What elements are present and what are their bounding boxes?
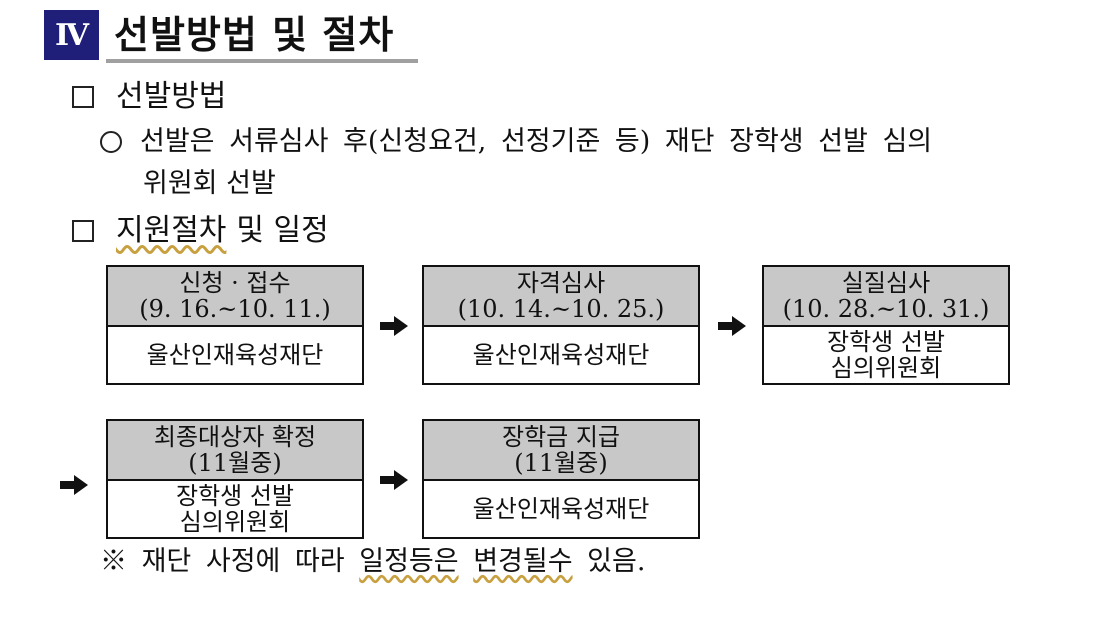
flow-step-body: 장학생 선발 심의위원회: [108, 481, 362, 537]
flow-step-owner-line2: 심의위원회: [179, 508, 291, 536]
right-arrow-icon: [718, 316, 746, 336]
flow-step-title: 최종대상자 확정: [153, 423, 317, 451]
reference-mark: ※: [100, 546, 127, 577]
flow-step-title: 실질심사: [841, 269, 931, 297]
flow-step-period: (11월중): [188, 449, 282, 477]
bullet-text-line2: 위원회 선발: [143, 168, 276, 199]
flow-step-body: 울산인재육성재단: [424, 327, 698, 383]
section-heading-procedure: 지원절차 및 일정: [72, 212, 329, 250]
flow-step-period: (9. 16.~10. 11.): [139, 295, 331, 323]
flow-step-review: 실질심사 (10. 28.~10. 31.) 장학생 선발 심의위원회: [762, 265, 1010, 385]
flow-step-application: 신청 · 접수 (9. 16.~10. 11.) 울산인재육성재단: [106, 265, 364, 385]
right-arrow-icon: [380, 470, 408, 490]
footnote-text-a: 재단 사정에 따라: [141, 546, 345, 577]
footnote: ※ 재단 사정에 따라 일정등은 변경될수 있음.: [100, 544, 645, 580]
flow-step-owner: 장학생 선발: [826, 328, 946, 356]
section-heading-selection: 선발방법: [72, 78, 226, 116]
footnote-text-c: 변경될수: [473, 546, 573, 577]
flow-step-period: (10. 28.~10. 31.): [782, 295, 990, 323]
flow-step-header: 자격심사 (10. 14.~10. 25.): [424, 267, 698, 327]
flow-step-owner: 울산인재육성재단: [472, 495, 650, 523]
flow-step-period: (11월중): [514, 449, 608, 477]
flow-step-payment: 장학금 지급 (11월중) 울산인재육성재단: [422, 419, 700, 539]
flow-step-header: 실질심사 (10. 28.~10. 31.): [764, 267, 1008, 327]
bullet-paragraph: 선발은 서류심사 후(신청요건, 선정기준 등) 재단 장학생 선발 심의: [100, 124, 932, 160]
flow-step-header: 장학금 지급 (11월중): [424, 421, 698, 481]
footnote-text-b: 일정등은: [359, 546, 459, 577]
flow-step-owner: 장학생 선발: [175, 482, 295, 510]
flow-step-body: 울산인재육성재단: [108, 327, 362, 383]
flow-step-eligibility: 자격심사 (10. 14.~10. 25.) 울산인재육성재단: [422, 265, 700, 385]
flow-step-header: 신청 · 접수 (9. 16.~10. 11.): [108, 267, 362, 327]
flow-step-owner: 울산인재육성재단: [146, 341, 324, 369]
circle-icon: [100, 131, 122, 153]
flow-step-body: 울산인재육성재단: [424, 481, 698, 537]
right-arrow-icon: [380, 316, 408, 336]
section-heading-text-part2: 및 일정: [236, 213, 329, 248]
flow-step-period: (10. 14.~10. 25.): [457, 295, 665, 323]
flow-step-owner: 울산인재육성재단: [472, 341, 650, 369]
footnote-text-d: 있음.: [587, 546, 646, 577]
checkbox-icon: [72, 86, 94, 108]
bullet-text-line1: 선발은 서류심사 후(신청요건, 선정기준 등) 재단 장학생 선발 심의: [140, 126, 933, 157]
flow-step-body: 장학생 선발 심의위원회: [764, 327, 1008, 383]
title-underline: [106, 59, 418, 63]
flow-step-owner-line2: 심의위원회: [830, 354, 942, 382]
right-arrow-icon: [60, 475, 88, 495]
section-number-badge: Ⅳ: [44, 10, 99, 60]
checkbox-icon: [72, 220, 94, 242]
flow-step-title: 자격심사: [516, 269, 606, 297]
page-title: 선발방법 및 절차: [114, 13, 395, 57]
flow-step-final-selection: 최종대상자 확정 (11월중) 장학생 선발 심의위원회: [106, 419, 364, 539]
section-heading-text: 선발방법: [116, 79, 227, 114]
flow-step-title: 장학금 지급: [501, 423, 621, 451]
flow-step-title: 신청 · 접수: [179, 269, 291, 297]
section-heading-text-part1: 지원절차: [116, 213, 227, 248]
flow-step-header: 최종대상자 확정 (11월중): [108, 421, 362, 481]
